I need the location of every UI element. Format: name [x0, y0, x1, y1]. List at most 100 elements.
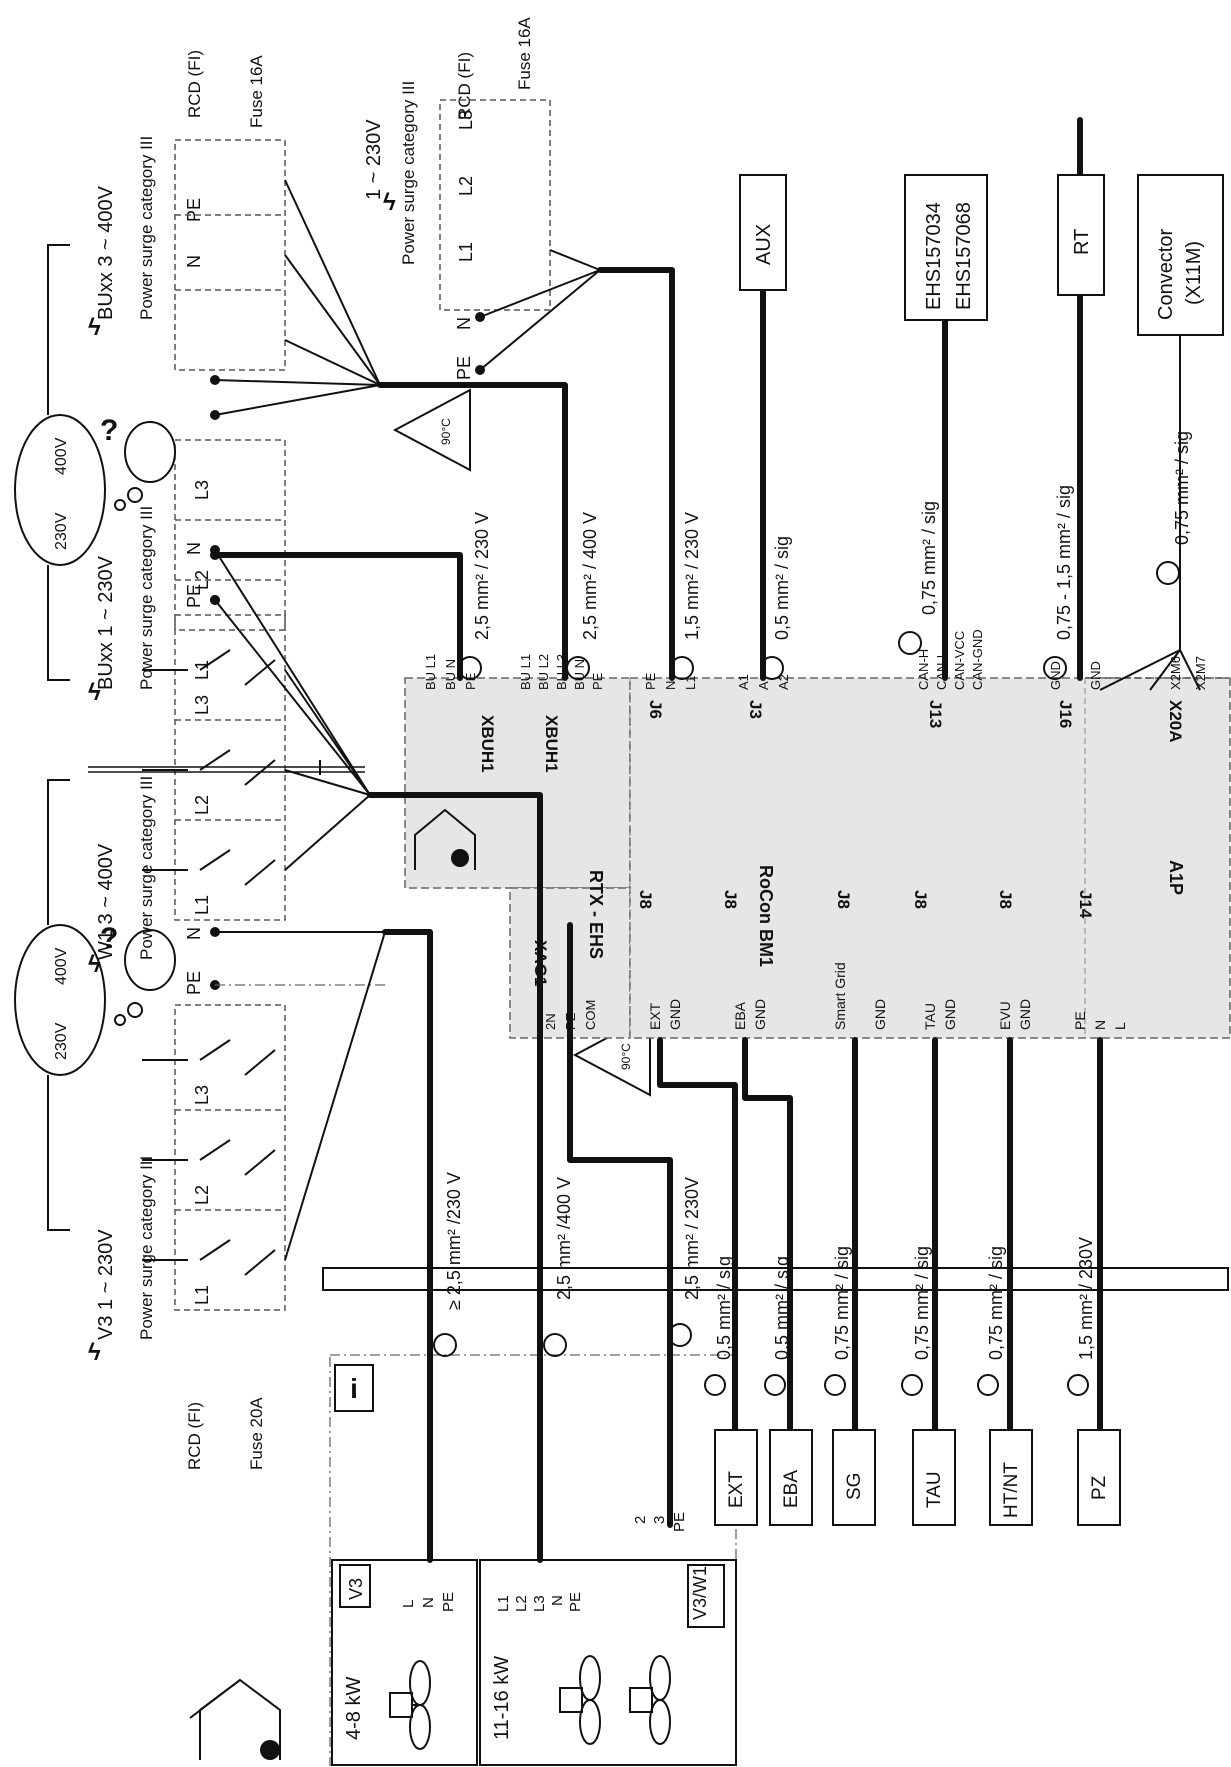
fuse-label: Fuse 16A: [247, 55, 266, 128]
surge-category: Power surge category III: [399, 81, 418, 265]
rtx-ehs-panel: [404, 677, 631, 889]
pin-label: PE: [643, 672, 658, 690]
pin-label: BU L3: [554, 654, 569, 690]
pe-label: PE: [184, 584, 204, 608]
cloud-text: 230V: [53, 1022, 70, 1060]
svg-text:ϟ: ϟ: [88, 314, 101, 341]
neutral-label: N: [184, 927, 204, 940]
connector-label: XBUH1: [542, 715, 561, 773]
svg-text:ϟ: ϟ: [88, 1339, 101, 1366]
cable-label: 1,5 mm² / 230V: [1076, 1237, 1096, 1360]
rcd-label: RCD (FI): [185, 50, 204, 118]
unit-b-tag: V3/W1: [690, 1566, 710, 1620]
fan-icon: [389, 1660, 431, 1750]
fan-icon: [559, 1655, 601, 1745]
connector-label: J8: [636, 890, 655, 909]
supply-title: 1 ~ 230V: [363, 119, 385, 200]
device-label: EHS157034: [923, 202, 945, 310]
cable-label: 0,75 mm² / sig: [919, 501, 939, 615]
connector-label: J6: [646, 700, 665, 719]
supply-title: BUxx 1 ~ 230V: [95, 555, 117, 690]
pin-label: PE: [463, 672, 478, 690]
supply-title: BUxx 3 ~ 400V: [95, 185, 117, 320]
outdoor-unit-11-16kw: [479, 1559, 737, 1766]
panel-title: RTX - EHS: [586, 870, 606, 959]
pin-label: BU N: [443, 659, 458, 690]
device-label: EXT: [726, 1471, 747, 1508]
device-label: EBA: [781, 1470, 802, 1508]
device-label: SG: [844, 1473, 865, 1500]
pin-label: COM: [583, 1000, 598, 1030]
pin-label: A2: [776, 674, 791, 690]
device-label: AUX: [753, 224, 775, 265]
device-label: EHS157068: [953, 202, 975, 310]
connector-label: J8: [834, 890, 853, 909]
rcd-label: RCD (FI): [455, 52, 474, 120]
terminal-label: PE: [567, 1592, 584, 1612]
cable-bu3: [377, 382, 568, 681]
device-label: TAU: [924, 1471, 945, 1508]
phase-label: L3: [456, 110, 476, 130]
device-label: HT/NT: [1001, 1462, 1022, 1518]
pin-label: BU N: [572, 659, 587, 690]
pin-label: EBA: [732, 1001, 748, 1030]
cable-label: 0,75 mm² / sig: [832, 1246, 852, 1360]
phase-label: L1: [192, 660, 212, 680]
phase-label: L2: [192, 795, 212, 815]
pin-label: CAN-H: [916, 649, 931, 690]
cable-label: 0,5 mm² / sig: [714, 1256, 734, 1360]
pin-label: X2M6: [1168, 656, 1183, 690]
outdoor-unit-4-8kw: [331, 1559, 478, 1766]
terminal-label: L: [400, 1600, 417, 1608]
convector-device: [1137, 174, 1224, 336]
pin-label: GND: [667, 999, 683, 1030]
phase-label: L2: [192, 570, 212, 590]
rt-device: [1057, 174, 1105, 296]
voltage-cloud: 230V 400V: [14, 414, 143, 566]
supply-v3: V3 1 ~ 230V Power surge category III RCD…: [95, 927, 386, 1470]
cable-label: 1,5 mm² / 230 V: [682, 512, 702, 640]
cable-label: ≥ 2,5 mm² /230 V: [444, 1172, 464, 1310]
arrow-icon: [47, 244, 70, 1231]
terminal-label: L1: [495, 1595, 512, 1612]
surge-category: Power surge category III: [137, 136, 156, 320]
cable-label: 2,5 mm² / 230 V: [472, 512, 492, 640]
house-icon: [414, 808, 476, 870]
supply-title: V3 1 ~ 230V: [95, 1229, 117, 1340]
fuse-label: Fuse 16A: [515, 17, 534, 90]
svg-text:ϟ: ϟ: [383, 189, 396, 216]
pin-label: A1: [736, 674, 751, 690]
pin-label: GND: [1048, 661, 1063, 690]
terminal-label: L2: [513, 1595, 530, 1612]
pin-label: GND: [872, 999, 888, 1030]
rocon-panel: [629, 677, 1231, 1039]
connector-label: J8: [911, 890, 930, 909]
cable-label: 2,5 mm² /400 V: [554, 1177, 574, 1300]
rcd-label: RCD (FI): [185, 1402, 204, 1470]
surge-category: Power surge category III: [137, 776, 156, 960]
cloud-text: 400V: [53, 437, 70, 475]
connector-label: J8: [721, 890, 740, 909]
phase-label: L3: [192, 695, 212, 715]
unit-a-tag: V3: [346, 1578, 366, 1600]
cable-section-icon: [433, 561, 1180, 1357]
connector-label: J8: [996, 890, 1015, 909]
phase-label: L3: [192, 480, 212, 500]
fuse-label: Fuse 20A: [247, 1397, 266, 1470]
pin-label: CAN-GND: [970, 629, 985, 690]
unit-b-size: 11-16 kW: [491, 1656, 513, 1740]
cable-label: 0,75 mm² / sig: [912, 1246, 932, 1360]
bottom-devices: EXT EBA SG TAU HT/NT PZ: [714, 1429, 1121, 1526]
supply-top: 1 ~ 230V Power surge category III RCD (F…: [363, 17, 601, 380]
phase-label: L1: [192, 1285, 212, 1305]
pin-label: PE: [563, 1012, 578, 1030]
supply-bu1: BUxx 1 ~ 230V Power surge category III L…: [95, 198, 212, 690]
pin-label: L1: [683, 676, 698, 690]
pin-label: CAN-VCC: [952, 631, 967, 690]
svg-text:i: i: [350, 1373, 358, 1404]
terminal-label: N: [549, 1595, 566, 1606]
svg-text:?: ?: [100, 414, 118, 447]
cable-label: 2,5 mm² / 230V: [682, 1177, 702, 1300]
terminal-label: 2: [632, 1516, 649, 1524]
